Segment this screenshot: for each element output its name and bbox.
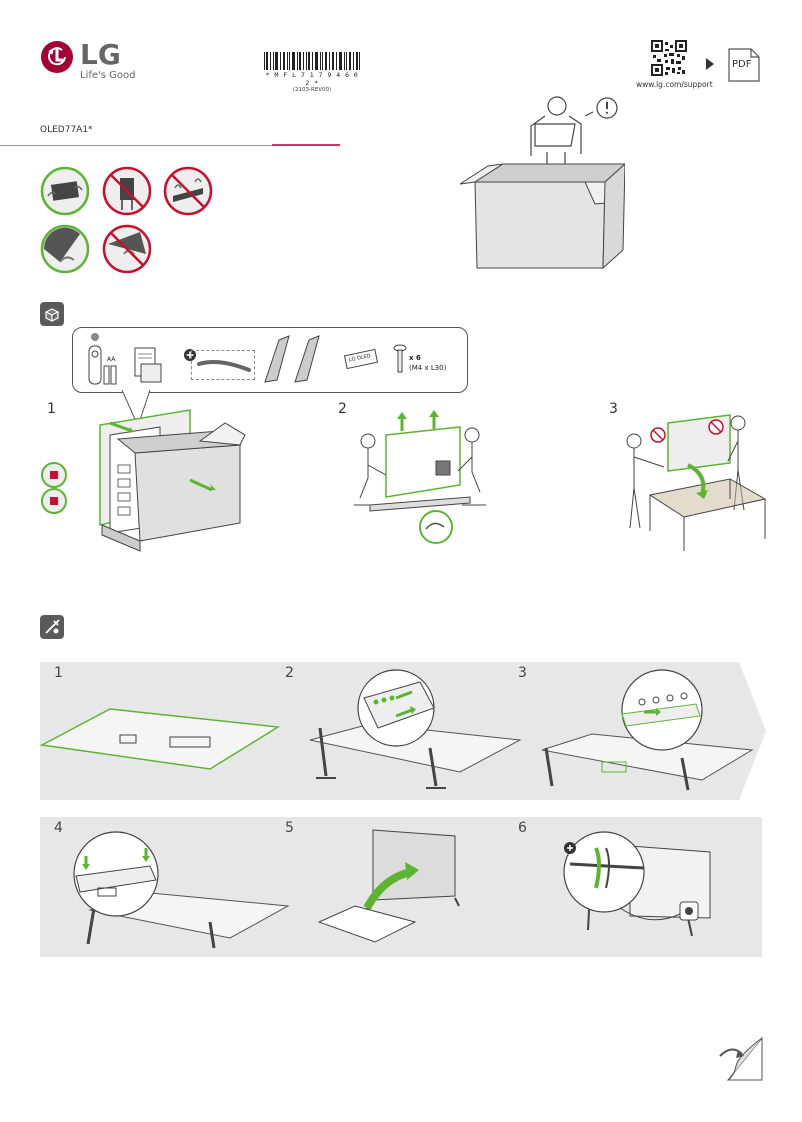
assembly-step-number: 4 [54,820,63,836]
brand-tagline: Life's Good [80,70,136,81]
accessories-callout: AA LG OLED x 6 (M4 x L30) [72,327,468,393]
unpack-step-1-illustration [40,405,250,555]
qr-code-icon [651,40,687,76]
lg-face-icon [41,41,73,73]
assembly-step-1-illustration [40,705,280,775]
remote-control-icon [88,333,102,385]
assembly-step-number: 3 [518,665,527,681]
assembly-step-number: 2 [285,665,294,681]
screw-spec: (M4 x L30) [409,364,447,372]
assembly-step-number: 6 [518,820,527,836]
manual-booklet-icon [134,347,162,383]
unpack-step-2-illustration [350,405,500,545]
handling-prohibited-icon [102,224,152,274]
handling-prohibited-icon [102,166,152,216]
assembly-step-number: 1 [54,665,63,681]
assembly-section-icon [40,615,64,639]
cable-holder-dashed-box [191,350,255,380]
read-manual-illustration [455,92,625,282]
assembly-step-number: 5 [285,820,294,836]
brand-name: LG [80,38,121,71]
play-arrow-icon [705,58,715,70]
handling-correct-icon [40,166,90,216]
unpack-section-icon [40,302,64,326]
assembly-step-3-illustration [532,668,762,793]
model-number: OLED77A1* [40,125,93,135]
handling-correct-icon [40,224,90,274]
barcode-graphic [264,52,360,70]
plus-icon [184,349,196,361]
handling-prohibited-icon [163,166,213,216]
assembly-step-5-illustration [315,826,465,946]
stand-legs-icon [264,335,320,383]
support-url: www.lg.com/support [636,80,713,89]
barcode-revision: (2103-REV00) [292,87,332,93]
unpack-step-3-illustration [620,405,770,555]
page-turn-icon [718,1036,764,1082]
lg-logo: LG Life's Good [40,38,140,84]
pdf-label: PDF [732,59,752,70]
unpack-step-number: 2 [338,401,347,417]
assembly-step-6-illustration [560,828,760,943]
barcode: * M F L 7 1 7 9 4 6 0 2 * (2103-REV00) [262,52,362,93]
battery-icon [103,365,117,385]
pdf-file-icon: PDF [727,47,761,83]
barcode-text: * M F L 7 1 7 9 4 6 0 2 * [265,71,359,87]
header-divider [0,145,272,146]
logo-plate: LG OLED [343,348,379,370]
logo-plate-text: LG OLED [348,353,372,364]
assembly-step-2-illustration [300,668,530,793]
unpack-step-number: 1 [47,401,56,417]
cable-holder-icon [197,360,251,372]
unpack-step-number: 3 [609,401,618,417]
header-divider-accent [272,144,340,146]
assembly-step-4-illustration [70,830,290,950]
screw-icon [393,344,407,373]
battery-label: AA [107,356,116,363]
screw-quantity: x 6 [409,354,421,362]
